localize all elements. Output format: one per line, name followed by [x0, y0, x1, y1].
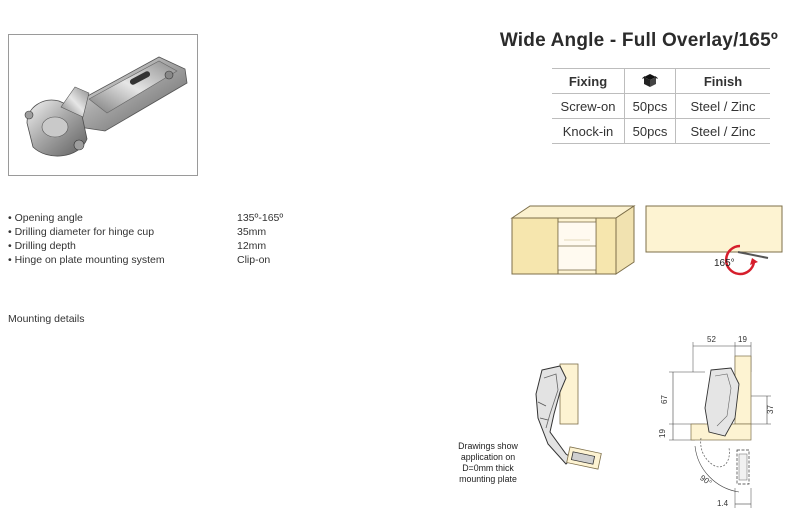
spec-value: Clip-on — [237, 254, 271, 266]
dim-1-4: 1.4 — [717, 499, 729, 508]
finish-cell: Steel / Zinc — [675, 118, 770, 144]
opening-angle-label: 165° — [714, 258, 735, 269]
spec-list: Opening angle 135º-165º Drilling diamete… — [8, 212, 284, 268]
drawing-note: Drawings show application on D=0mm thick… — [452, 441, 524, 485]
dim-37: 37 — [766, 405, 775, 414]
quantity-cell: 50pcs — [624, 93, 676, 119]
mounting-details-title: Mounting details — [8, 313, 85, 325]
fixing-header: Fixing — [552, 68, 625, 94]
spec-value: 135º-165º — [237, 212, 284, 224]
spec-row: Hinge on plate mounting system Clip-on — [8, 254, 283, 268]
fixing-cell: Knock-in — [552, 118, 625, 144]
mounting-side-drawing — [535, 363, 602, 470]
dim-19-top: 19 — [738, 335, 747, 344]
finish-header: Finish — [675, 68, 770, 94]
product-photo — [8, 34, 198, 176]
note-line: mounting plate — [459, 474, 517, 484]
spec-row: Drilling diameter for hinge cup 35mm — [8, 226, 283, 240]
quantity-cell: 50pcs — [624, 118, 676, 144]
cabinet-illustration — [510, 205, 636, 275]
spec-label: Opening angle — [8, 212, 237, 226]
finish-cell: Steel / Zinc — [675, 93, 770, 119]
table-header-row: Fixing Finish — [552, 68, 770, 94]
note-line: D=0mm thick — [462, 463, 514, 473]
hinge-photo-illustration — [24, 56, 188, 157]
table-row: Screw-on 50pcs Steel / Zinc — [552, 93, 770, 119]
dim-90: 90° — [698, 473, 713, 487]
spec-label: Hinge on plate mounting system — [8, 254, 237, 268]
packaging-table: Fixing Finish Screw-on 50pcs Steel / Zin… — [552, 68, 770, 144]
quantity-header — [624, 68, 676, 94]
box-icon — [642, 73, 658, 87]
dim-67: 67 — [660, 395, 669, 404]
table-row: Knock-in 50pcs Steel / Zinc — [552, 118, 770, 144]
dim-19-side: 19 — [658, 429, 667, 438]
spec-value: 12mm — [237, 240, 267, 252]
note-line: application on — [460, 452, 516, 462]
page-title: Wide Angle - Full Overlay/165º — [499, 30, 778, 51]
dim-52: 52 — [707, 335, 716, 344]
opening-angle-illustration: 165° — [645, 205, 783, 276]
dimension-drawing: 52 19 67 19 37 90° 1.4 — [658, 335, 775, 508]
spec-value: 35mm — [237, 226, 267, 238]
spec-label: Drilling depth — [8, 240, 237, 254]
spec-row: Drilling depth 12mm — [8, 240, 283, 254]
spec-row: Opening angle 135º-165º — [8, 212, 284, 226]
fixing-cell: Screw-on — [552, 93, 625, 119]
spec-label: Drilling diameter for hinge cup — [8, 226, 237, 240]
note-line: Drawings show — [458, 441, 518, 451]
